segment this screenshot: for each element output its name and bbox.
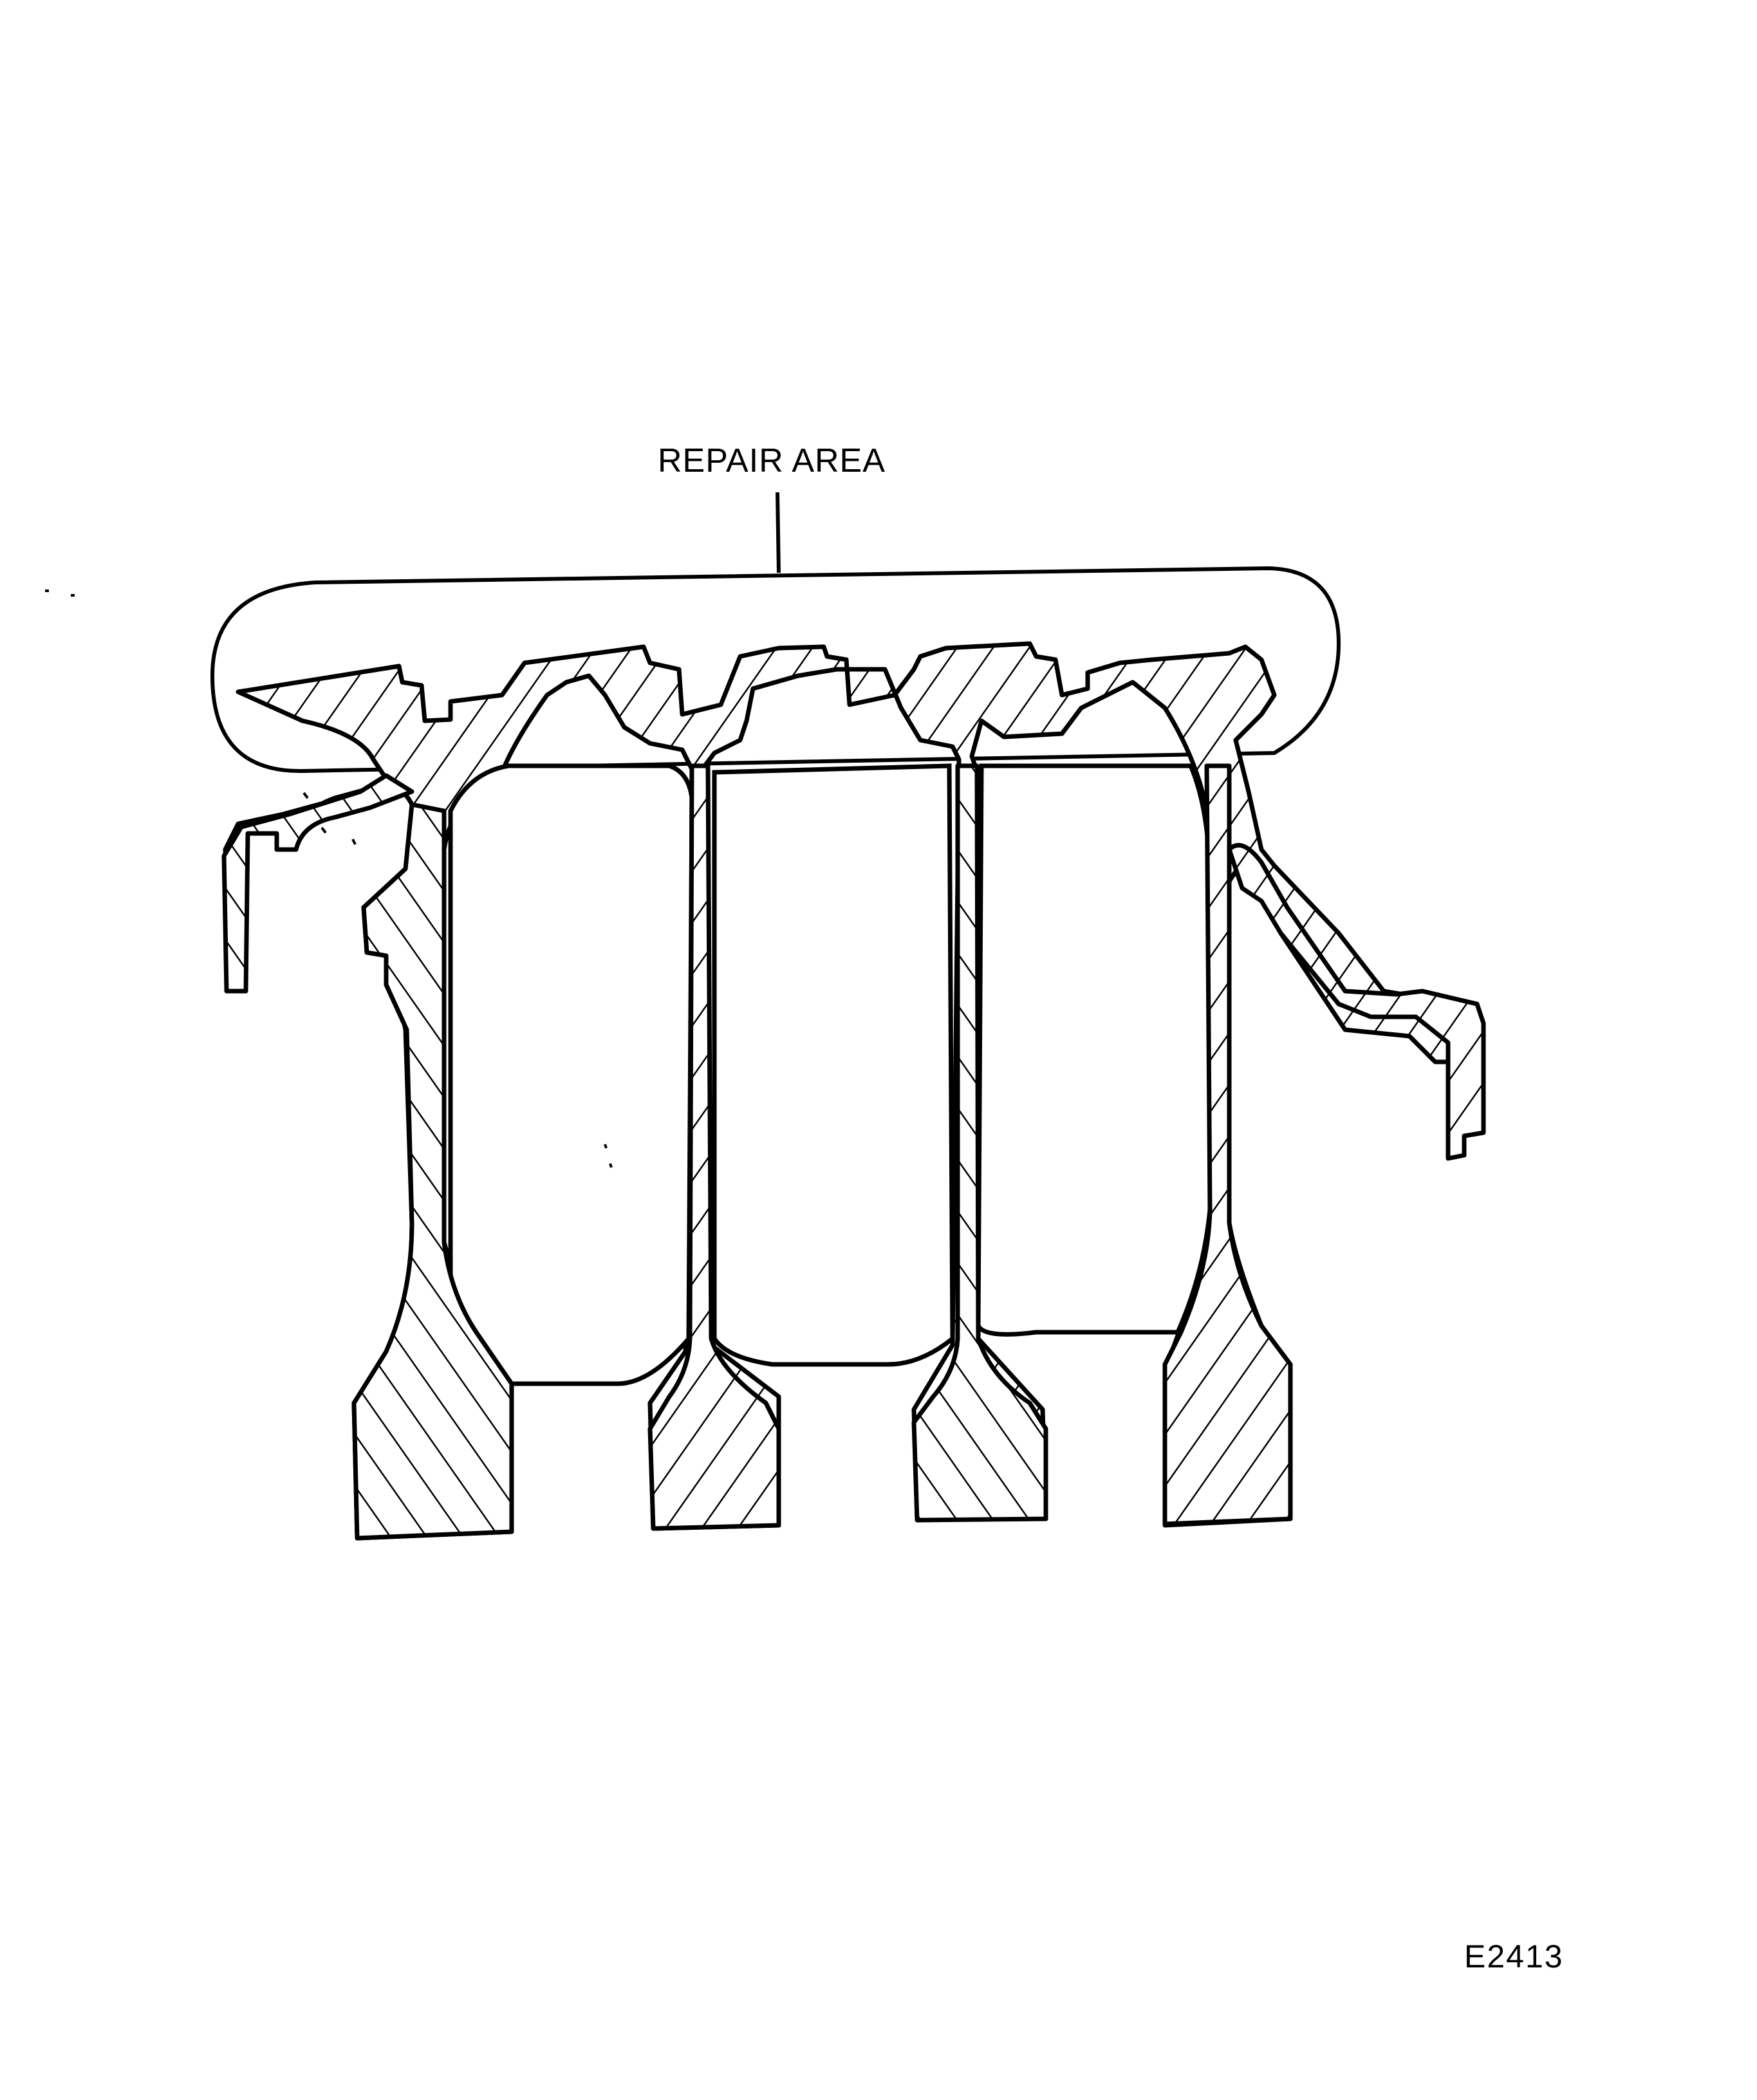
stray-mark (604, 1144, 608, 1149)
disc-3 (911, 763, 1048, 1523)
tick-mark (321, 826, 327, 834)
cavity-1 (448, 763, 694, 1386)
cavity-3 (976, 763, 1213, 1337)
left-flange (221, 773, 414, 994)
figure-id: E2413 (1464, 1938, 1564, 1975)
tick-mark (302, 792, 309, 799)
cavity-2 (712, 763, 955, 1367)
repair-area-label: REPAIR AREA (658, 442, 886, 479)
disc-4 (1162, 763, 1293, 1527)
stray-mark (609, 1163, 613, 1168)
disc-2 (647, 763, 781, 1531)
right-flange (1227, 842, 1486, 1161)
leader-line (776, 492, 781, 573)
disc-1 (351, 802, 514, 1541)
repair-area-outline (210, 566, 1341, 774)
tick-mark (351, 839, 357, 845)
